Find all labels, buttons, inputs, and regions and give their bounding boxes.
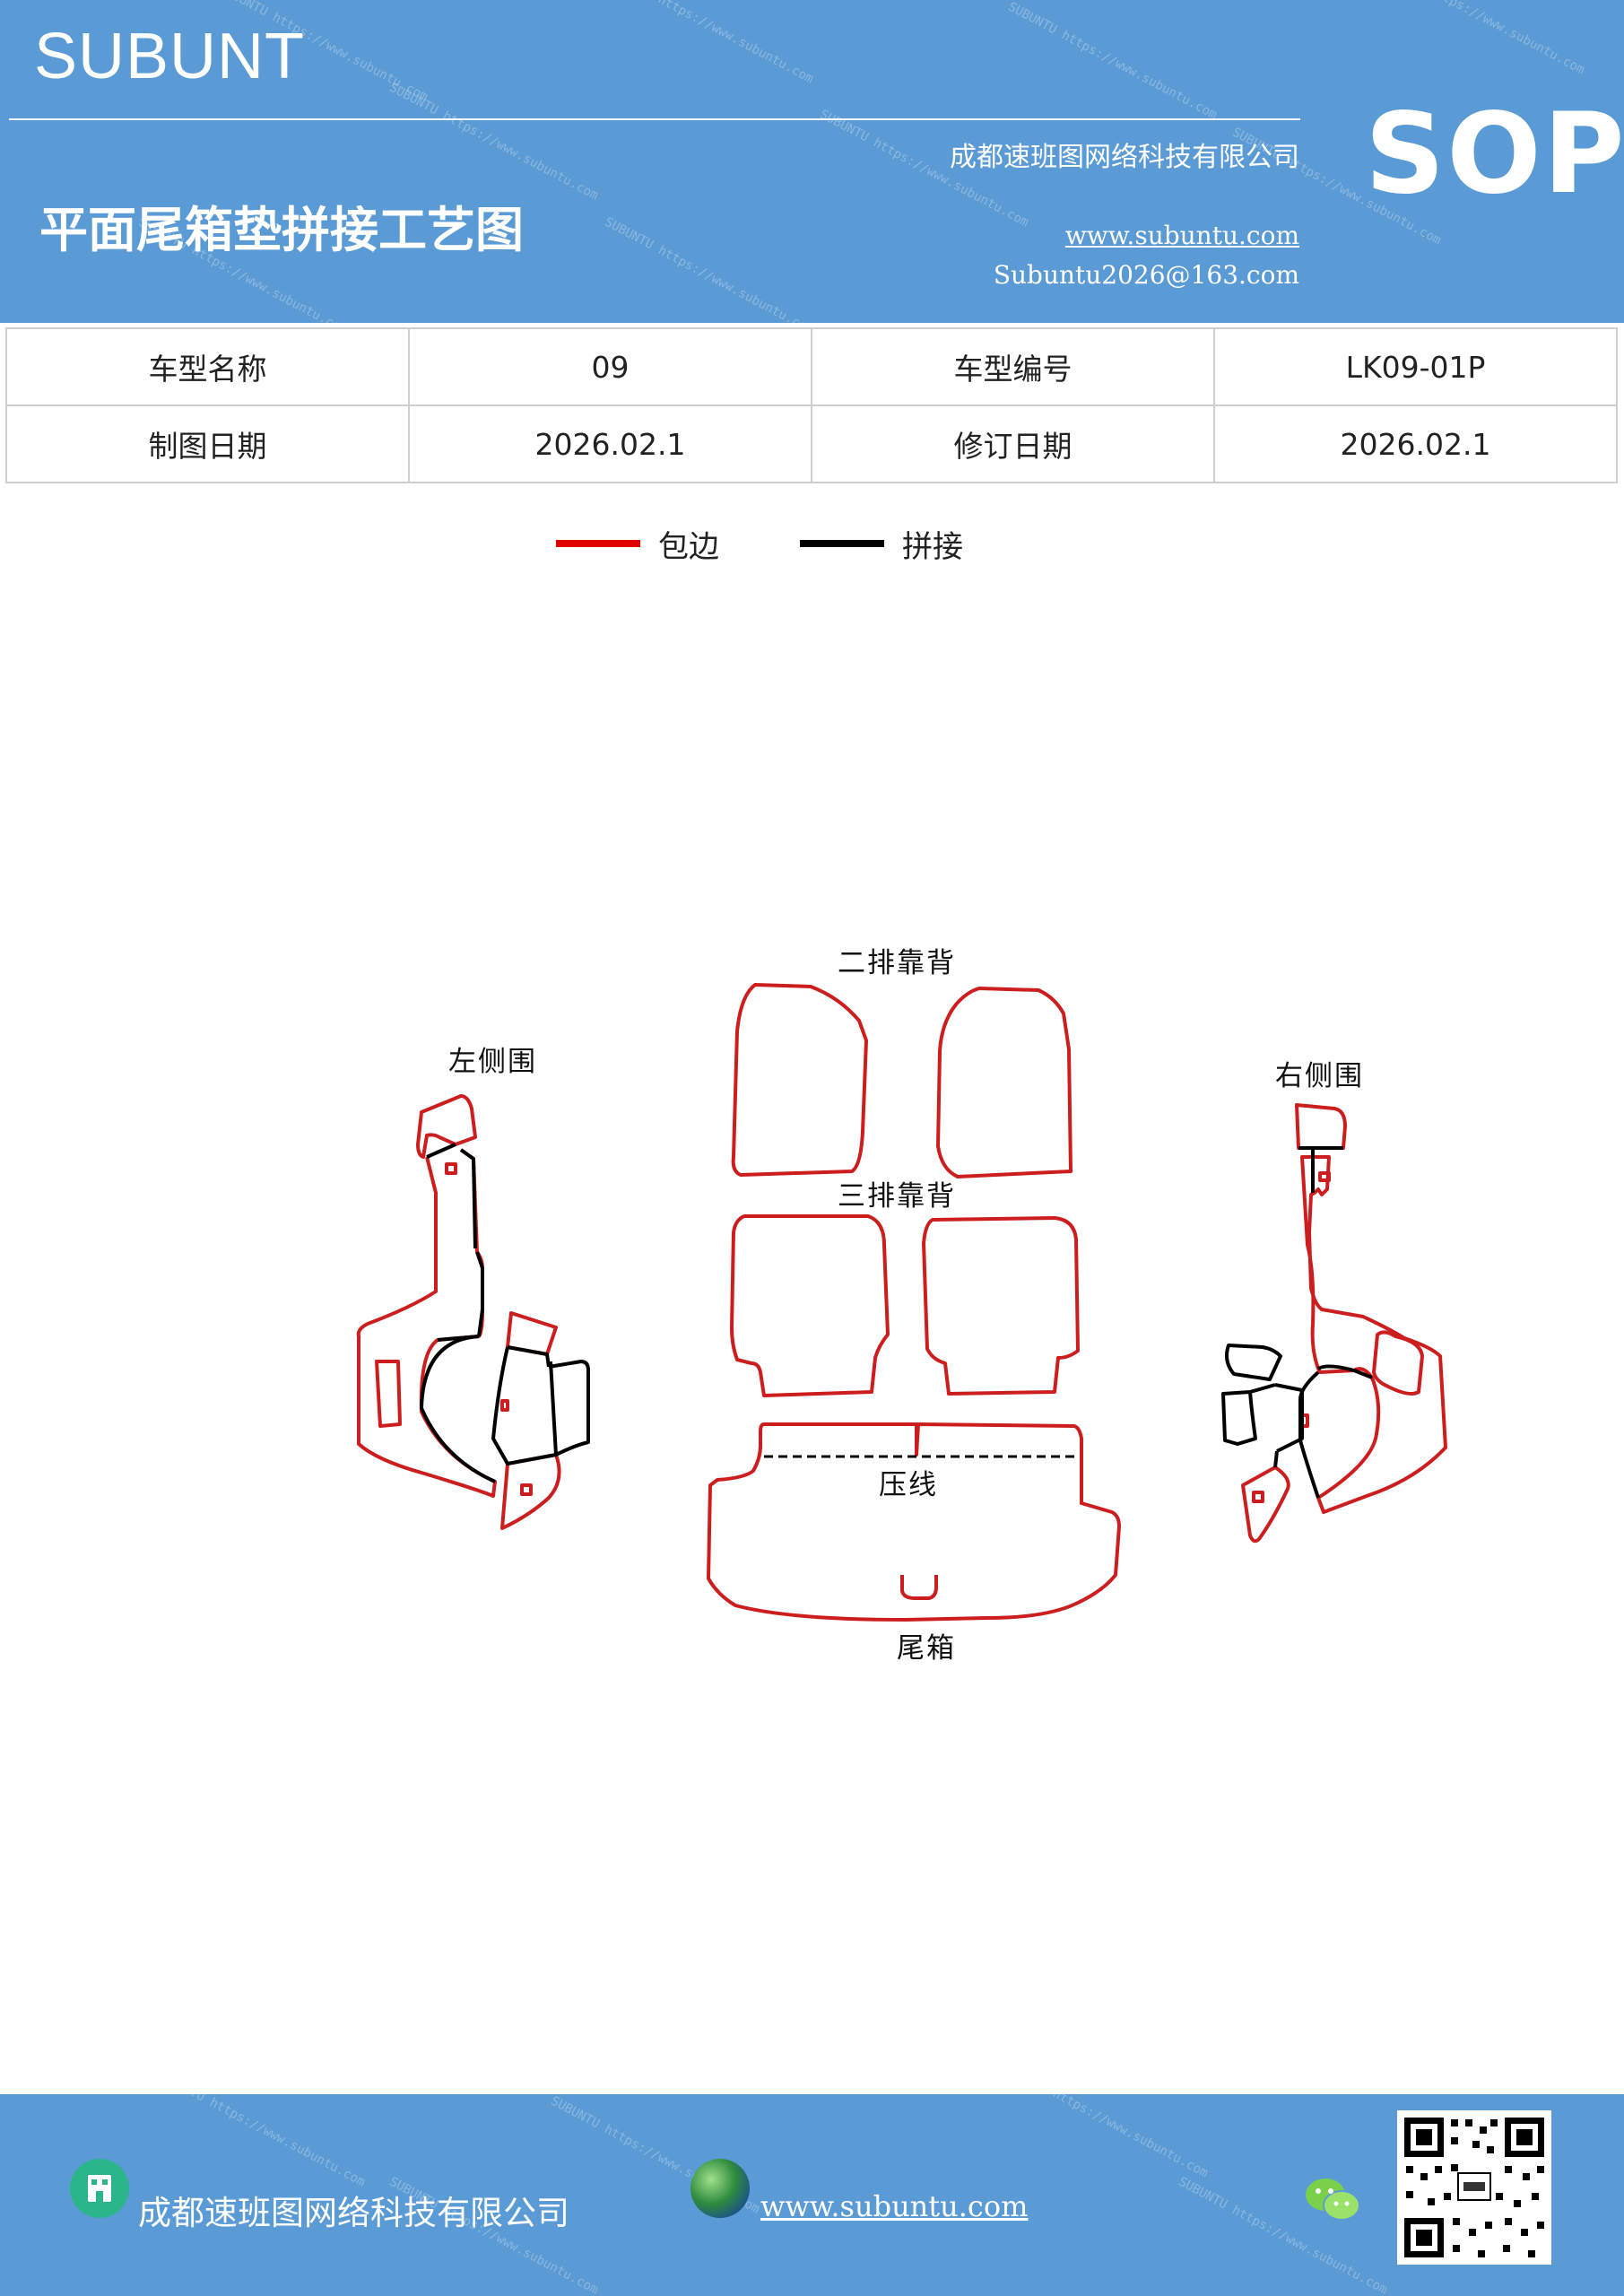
vehicle-info-table: 车型名称 09 车型编号 LK09-01P 制图日期 2026.02.1 修订日…: [5, 327, 1618, 483]
watermark: SUBUNTU https://www.subuntu.com: [153, 2094, 368, 2190]
table-row: 车型名称 09 车型编号 LK09-01P: [5, 327, 1618, 406]
label-left-side-wall: 左侧围: [448, 1046, 537, 1078]
left-side-seam-8: [548, 1360, 590, 1457]
wechat-icon[interactable]: [1304, 2175, 1363, 2225]
table-value: 2026.02.1: [1213, 404, 1618, 483]
company-name: 成都速班图网络科技有限公司: [950, 142, 1299, 173]
sop-badge: SOP: [1365, 90, 1624, 219]
wechat-glyph: [1306, 2179, 1360, 2221]
left-side-small-hole-2: [500, 1399, 509, 1412]
right-side-seam-5: [1274, 1383, 1304, 1453]
brand-name: SUBUNT: [34, 21, 306, 92]
right-side-small-hole-1: [1318, 1171, 1331, 1182]
watermark: SUBUNTU https://www.subuntu.com: [602, 0, 816, 87]
label-right-side-wall: 右侧围: [1275, 1060, 1364, 1092]
qr-code[interactable]: [1397, 2110, 1551, 2265]
label-press-line: 压线: [879, 1469, 938, 1501]
email-address: Subuntu2026@163.com: [993, 260, 1299, 290]
watermark: SUBUNTU https://www.subuntu.com: [602, 214, 816, 323]
footer-company-name: 成都速班图网络科技有限公司: [138, 2194, 569, 2232]
legend-seam-label: 拼接: [902, 529, 963, 565]
table-label: 制图日期: [5, 404, 410, 483]
trunk-handle-cutout: [900, 1575, 938, 1600]
table-label: 车型编号: [811, 327, 1215, 406]
right-side-wall-top-tab: [1295, 1103, 1347, 1150]
left-side-seam-1: [426, 1143, 456, 1159]
building-icon: [88, 2175, 111, 2202]
right-side-window-cutout: [1372, 1330, 1424, 1396]
left-side-wall-notch: [375, 1360, 402, 1428]
right-side-seam-8: [1273, 1450, 1279, 1468]
qr-code-graphic: [1404, 2118, 1544, 2257]
table-value: 2026.02.1: [408, 404, 812, 483]
right-side-seam-9: [1249, 1383, 1276, 1394]
table-label: 车型名称: [5, 327, 410, 406]
left-side-seam-2: [459, 1148, 477, 1249]
company-building-icon: [70, 2159, 129, 2218]
left-side-seam-7: [491, 1346, 558, 1465]
legend-edge-label: 包边: [658, 529, 719, 565]
left-side-seam-6: [507, 1345, 551, 1368]
mat-outline-drawing: [356, 983, 1447, 1622]
right-side-seam-3: [1316, 1364, 1373, 1379]
second-row-right-panel: [936, 987, 1073, 1178]
left-side-seam-4: [475, 1251, 484, 1337]
footer-website-link[interactable]: www.subuntu.com: [760, 2189, 1029, 2223]
label-second-row-back: 二排靠背: [838, 947, 956, 979]
watermark: SUBUNTU https://www.subuntu.com: [996, 2094, 1211, 2181]
right-side-small-hole-3: [1252, 1491, 1264, 1503]
left-side-small-hole-1: [445, 1162, 457, 1175]
right-side-lower-tab: [1241, 1465, 1290, 1544]
third-row-left-panel: [730, 1214, 890, 1397]
watermark: SUBUNTU https://www.subuntu.com: [386, 80, 601, 204]
third-row-right-panel: [922, 1216, 1080, 1396]
page-title: 平面尾箱垫拼接工艺图: [39, 201, 524, 258]
legend-seam-swatch: [800, 540, 884, 547]
globe-icon: [690, 2159, 750, 2218]
label-third-row-back: 三排靠背: [838, 1180, 956, 1213]
left-side-small-hole-3: [520, 1483, 533, 1496]
trunk-panel: [707, 1422, 1121, 1622]
table-value: LK09-01P: [1213, 327, 1618, 406]
second-row-left-panel: [731, 983, 868, 1177]
mat-layout-diagram: 二排靠背 三排靠背 左侧围 右侧围 压线 尾箱: [0, 897, 1624, 1704]
legend-edge-swatch: [556, 540, 640, 547]
header-banner: SUBUNTU https://www.subuntu.com SUBUNTU …: [0, 0, 1624, 323]
watermark: SUBUNTU https://www.subuntu.com: [1373, 0, 1587, 78]
right-side-seam-7: [1225, 1344, 1282, 1381]
right-side-seam-6: [1221, 1390, 1257, 1446]
left-side-seam-5: [420, 1335, 496, 1483]
right-side-wall-panel: [1300, 1155, 1447, 1514]
website-link[interactable]: www.subuntu.com: [1064, 221, 1299, 250]
table-label: 修订日期: [811, 404, 1215, 483]
footer-banner: SUBUNTU https://www.subuntu.com SUBUNTU …: [0, 2094, 1624, 2296]
label-trunk: 尾箱: [897, 1632, 956, 1665]
table-value: 09: [408, 327, 812, 406]
watermark: SUBUNTU https://www.subuntu.com: [1005, 0, 1220, 123]
table-row: 制图日期 2026.02.1 修订日期 2026.02.1: [5, 404, 1618, 483]
left-side-lower-tab: [500, 1453, 561, 1530]
header-divider: [9, 118, 1300, 120]
